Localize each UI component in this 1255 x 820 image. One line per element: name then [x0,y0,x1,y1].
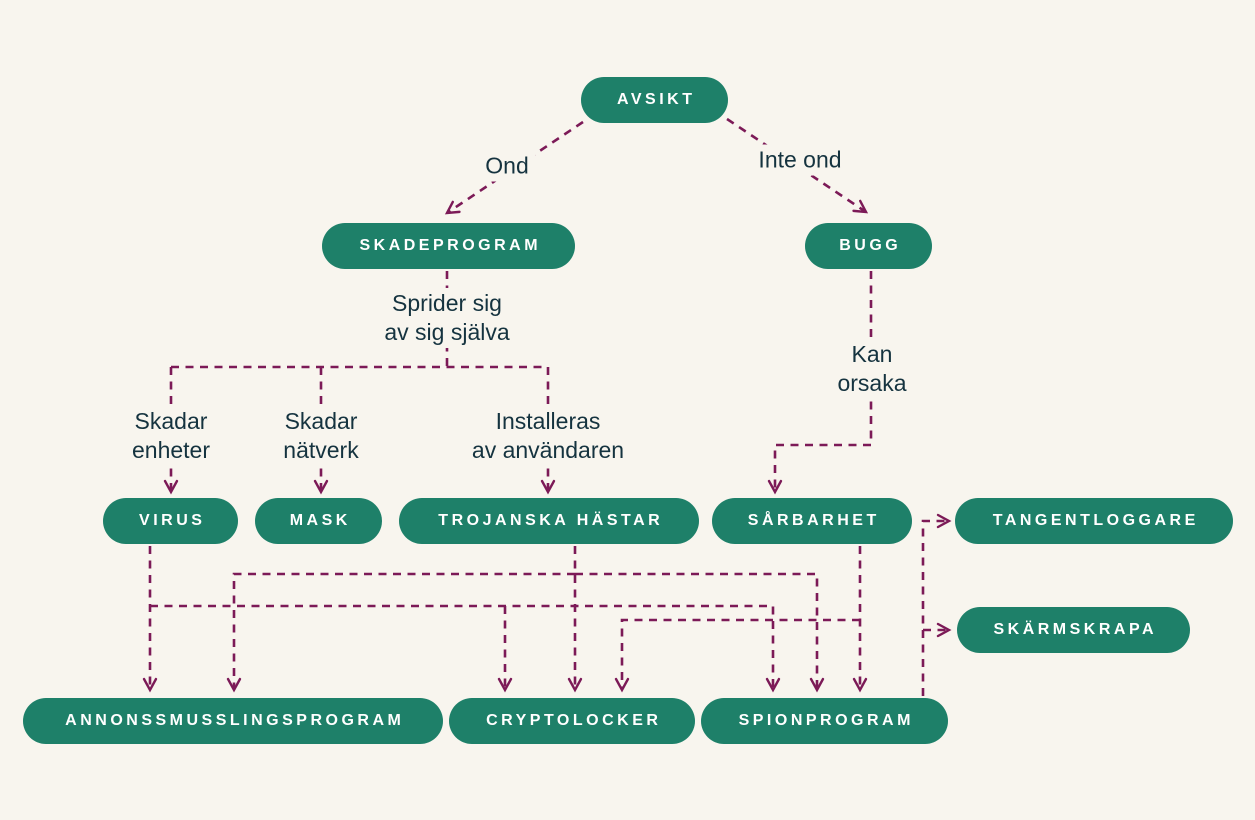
edge-avsikt-skadeprogram [444,120,584,215]
edge-label-line: av sig själva [384,319,510,345]
edge-sarbarhet-cryptolocker [614,618,860,693]
edge-trojanska-annons [226,572,575,693]
node-bugg: BUGG [805,223,932,269]
node-avsikt: AVSIKT [581,77,728,123]
edge-spionprogram-tangentloggare [921,513,952,696]
edge-label-ond: Ond [478,150,536,182]
edge-label-kan-orsaka: Kan orsaka [830,339,914,399]
edge-label-inte-ond: Inte ond [751,144,849,176]
node-virus: VIRUS [103,498,238,544]
edge-label-skadar-enheter: Skadar enheter [124,406,218,466]
edge-label-line: Skadar [134,408,208,434]
edge-label-line: Installeras [495,408,601,434]
edge-label-skadar-natverk: Skadar nätverk [276,406,366,466]
edge-label-installeras: Installeras av användaren [464,406,632,466]
edge-label-line: Kan [851,341,893,367]
node-skarmskrapa: SKÄRMSKRAPA [957,607,1190,653]
node-spionprogram: SPIONPROGRAM [701,698,948,744]
edge-virus-spionprogram [150,604,781,693]
node-tangentloggare: TANGENTLOGGARE [955,498,1233,544]
edge-label-line: Skadar [284,408,358,434]
node-mask: MASK [255,498,382,544]
edge-label-line: enheter [131,437,211,463]
edge-label-line: nätverk [283,437,359,463]
node-skadeprogram: SKADEPROGRAM [322,223,575,269]
edge-label-line: orsaka [837,370,907,396]
edge-label-sprider-sig: Sprider sig av sig själva [377,288,517,348]
edge-label-line: Sprider sig [392,290,502,316]
edge-label-line: av användaren [471,437,625,463]
edge-label-line: Ond [485,152,529,179]
node-sarbarhet: SÅRBARHET [712,498,912,544]
node-trojanska-hastar: TROJANSKA HÄSTAR [399,498,699,544]
edge-trojanska-spionprogram [575,572,825,693]
node-cryptolocker: CRYPTOLOCKER [449,698,695,744]
node-annonssmusslingsprogram: ANNONSSMUSSLINGSPROGRAM [23,698,443,744]
edge-label-line: Inte ond [758,146,842,173]
